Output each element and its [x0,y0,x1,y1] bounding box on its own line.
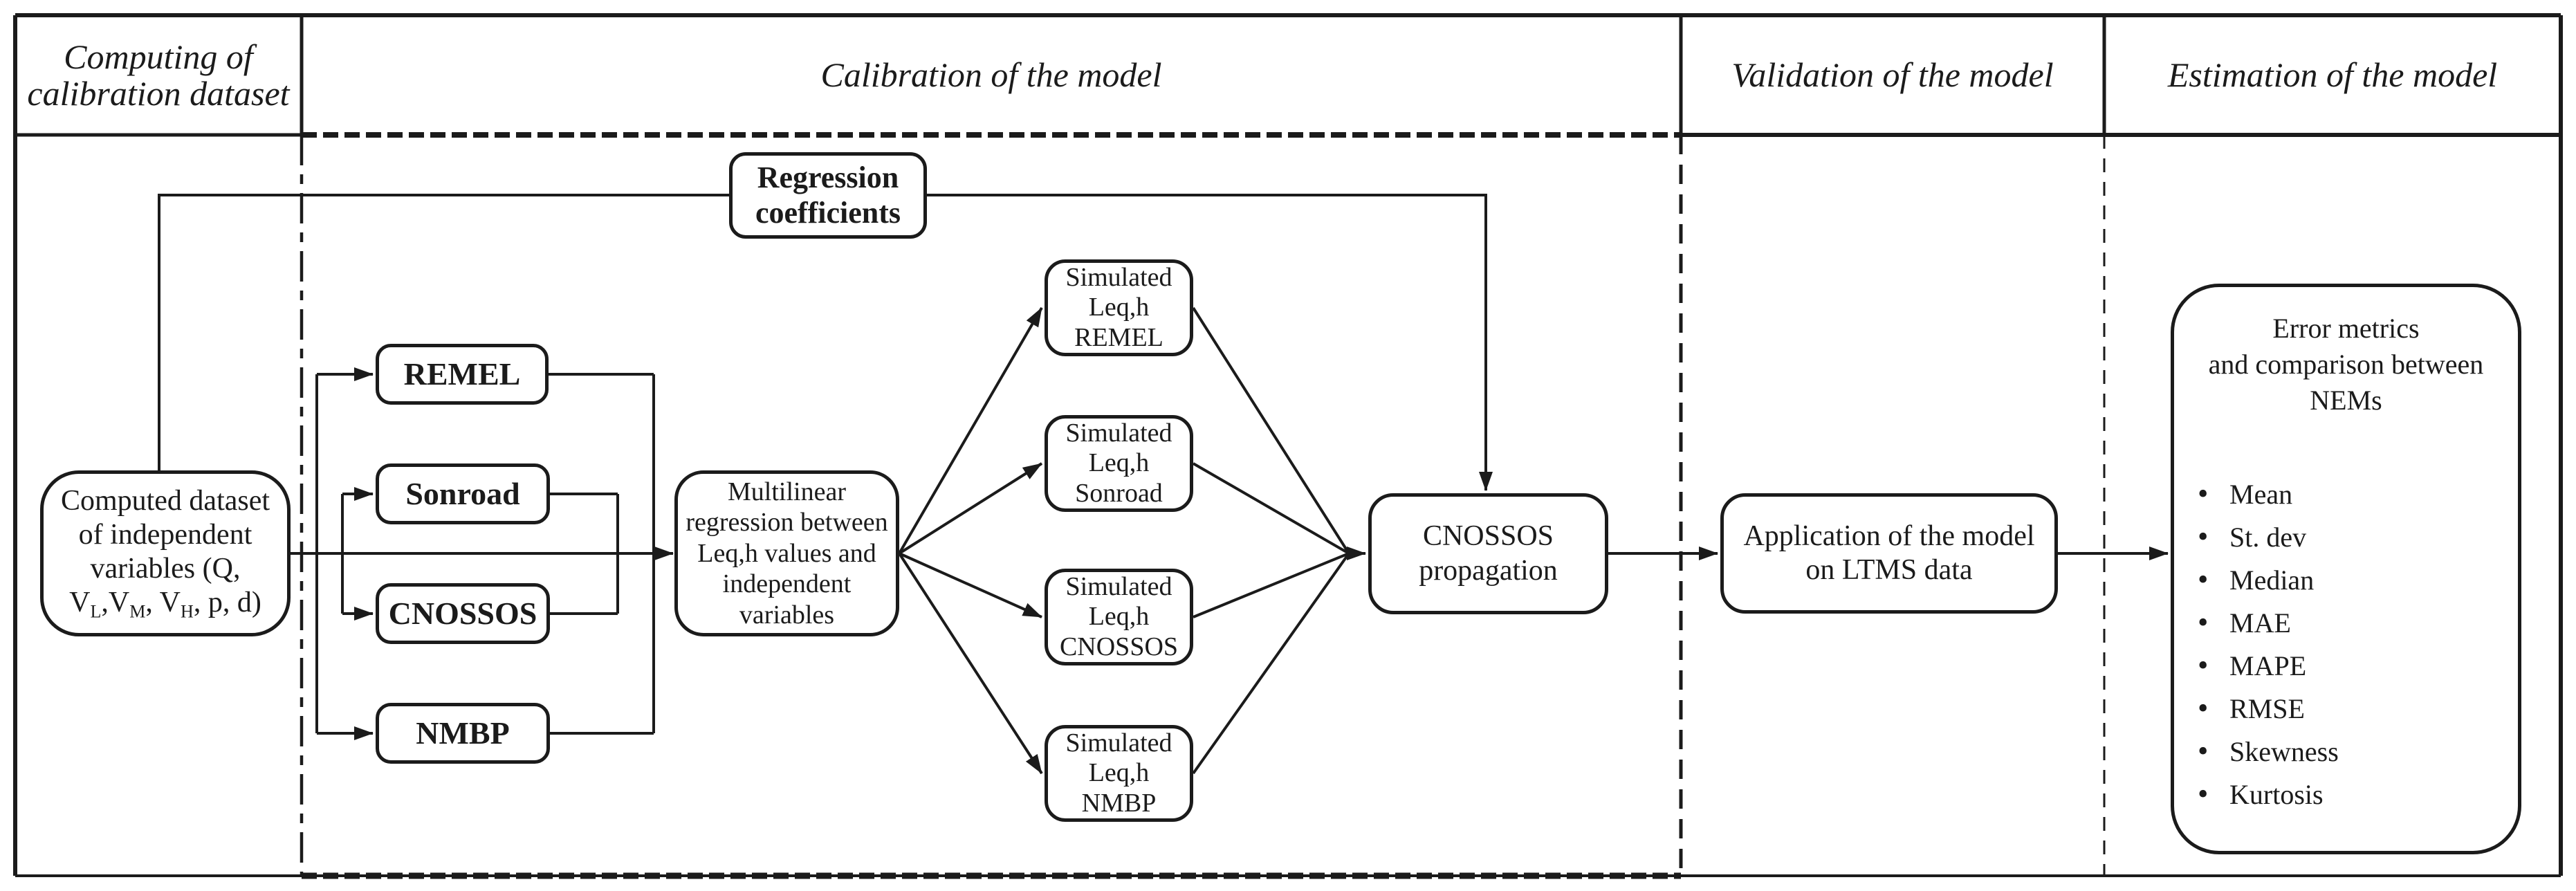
box-simulated-cnossos: Simulated Leq,h CNOSSOS [1045,569,1193,665]
error-metric-item: MAPE [2198,644,2339,687]
error-metric-item: Mean [2198,472,2339,515]
figure-borders [13,13,2563,879]
error-metrics-list: Mean St. dev Median MAE MAPE RMSE Skewne… [2198,472,2339,816]
box-nem-remel: REMEL [376,344,549,405]
error-metric-item: Skewness [2198,730,2339,773]
box-computed-dataset: Computed dataset of independent variable… [40,470,291,636]
dataset-variables-line: VL,VM, VH, p, d) [69,587,261,622]
box-cnossos-propagation: CNOSSOS propagation [1368,493,1608,614]
box-application-ltms: Application of the model on LTMS data [1720,493,2058,614]
box-simulated-nmbp: Simulated Leq,h NMBP [1045,725,1193,822]
connector-lines [158,194,2169,775]
error-metric-item: RMSE [2198,687,2339,730]
dataset-line-2: of independent [78,519,252,551]
box-nem-cnossos: CNOSSOS [376,583,550,644]
phase-header-validation: Validation of the model [1731,55,2054,94]
box-simulated-remel: Simulated Leq,h REMEL [1045,259,1193,356]
error-metric-item: MAE [2198,601,2339,644]
phase-header-calibration: Calibration of the model [820,55,1162,94]
error-metric-item: Median [2198,558,2339,601]
dataset-line-1: Computed dataset [60,484,270,517]
error-metric-item: Kurtosis [2198,773,2339,816]
box-multilinear-regression: Multilinear regression between Leq,h val… [674,470,899,636]
dataset-line-3: variables (Q, [90,553,241,585]
box-nem-nmbp: NMBP [376,703,550,764]
box-regression-coefficients: Regression coefficients [729,152,927,239]
error-metric-item: St. dev [2198,515,2339,558]
phase-header-computing: Computing of calibration dataset [27,37,290,113]
phase-header-estimation: Estimation of the model [2167,55,2498,94]
box-error-metrics: Error metrics and comparison between NEM… [2171,284,2521,854]
box-nem-sonroad: Sonroad [376,463,550,524]
box-simulated-sonroad: Simulated Leq,h Sonroad [1045,415,1193,512]
error-metrics-title: Error metrics and comparison between NEM… [2208,313,2484,416]
